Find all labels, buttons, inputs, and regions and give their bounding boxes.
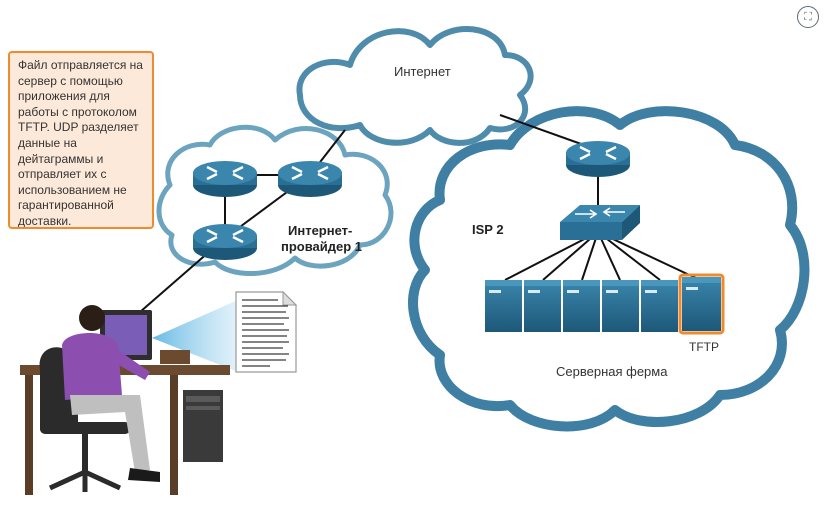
internet-cloud — [296, 26, 534, 146]
tftp-label: TFTP — [689, 340, 719, 354]
router-icon — [566, 141, 630, 177]
switch-icon — [560, 205, 640, 240]
server-icon — [485, 280, 522, 332]
transfer-beam — [152, 300, 238, 372]
fullscreen-icon: ⛶ — [804, 10, 812, 23]
server-icon — [563, 280, 600, 332]
tftp-server-icon — [678, 273, 725, 335]
router-icon — [278, 161, 342, 197]
fullscreen-button[interactable]: ⛶ — [797, 6, 819, 28]
isp2-label: ISP 2 — [472, 222, 504, 237]
isp2-cloud — [408, 106, 810, 432]
isp1-label-line2: провайдер 1 — [281, 239, 363, 254]
workstation — [20, 305, 230, 495]
router-icon — [193, 224, 257, 260]
internet-label: Интернет — [394, 64, 451, 79]
info-callout: Файл отправляется на сервер с помощью пр… — [8, 51, 154, 229]
callout-text: Файл отправляется на сервер с помощью пр… — [18, 58, 143, 228]
server-icon — [602, 280, 639, 332]
router-icon — [193, 161, 257, 197]
document-icon — [235, 290, 298, 373]
server-farm-label: Серверная ферма — [556, 364, 668, 379]
isp1-label-line1: Интернет- — [288, 223, 353, 238]
server-icon — [641, 280, 678, 332]
server-icon — [524, 280, 561, 332]
